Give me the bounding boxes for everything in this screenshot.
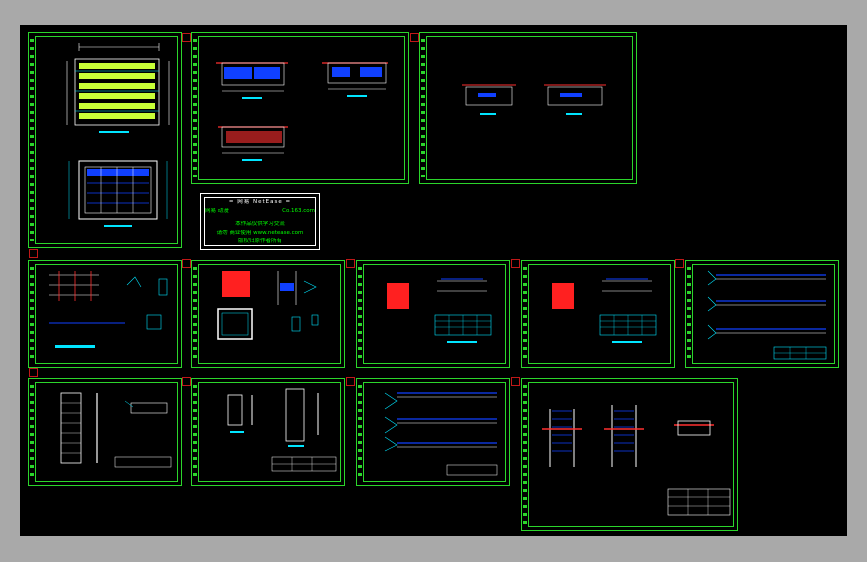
details-drawing	[49, 271, 168, 348]
plan-drawing	[66, 43, 170, 227]
drawing-sheet-sections-small[interactable]	[419, 32, 637, 184]
title-strip	[193, 39, 197, 177]
sheet-corner-marker	[675, 259, 684, 268]
title-strip	[523, 267, 527, 361]
sheet-inner-frame	[35, 36, 178, 244]
drawing-sheet-wall-sections[interactable]	[521, 378, 738, 531]
watermark-notice-box: = 网易 NetEase = 网易 动漫 Co.163.com 本作品仅供学习交流…	[200, 193, 320, 250]
details-drawing	[217, 271, 319, 340]
sheet-inner-frame	[198, 382, 341, 482]
sheet-corner-marker	[511, 259, 520, 268]
sheet-inner-frame	[363, 382, 506, 482]
drawing-sheet-sections[interactable]	[191, 32, 409, 184]
sheet-corner-marker	[511, 377, 520, 386]
title-strip	[687, 267, 691, 361]
sheet-corner-marker	[29, 368, 38, 377]
notice-text: 请勿 商业使用 www.netease.com	[216, 230, 304, 236]
drawing-sheet-plan[interactable]	[28, 32, 182, 248]
drawing-sheet-details[interactable]	[191, 260, 345, 368]
notice-site: 网易 动漫	[205, 208, 229, 214]
sheet-corner-marker	[182, 33, 191, 42]
drawing-sheet-beams[interactable]	[356, 378, 510, 486]
sheet-corner-marker	[182, 259, 191, 268]
drawing-sheet-details[interactable]	[28, 260, 182, 368]
sheet-inner-frame	[692, 264, 835, 364]
rebar-table-drawing	[387, 278, 492, 343]
sheet-corner-marker	[410, 33, 419, 42]
sheet-corner-marker	[29, 249, 38, 258]
sections-drawing	[216, 62, 388, 161]
title-strip	[421, 39, 425, 177]
beams-drawing	[707, 270, 827, 360]
title-strip	[523, 385, 527, 524]
sheet-inner-frame	[35, 264, 178, 364]
title-strip	[193, 385, 197, 479]
sheet-corner-marker	[346, 259, 355, 268]
sheet-inner-frame	[198, 36, 405, 180]
sheet-inner-frame	[528, 264, 671, 364]
sheet-corner-marker	[346, 377, 355, 386]
sheet-inner-frame	[35, 382, 178, 482]
drawing-sheet-elevations[interactable]	[191, 378, 345, 486]
rebar-table-drawing	[552, 278, 657, 343]
drawing-sheet-rebar-table[interactable]	[356, 260, 510, 368]
title-strip	[358, 385, 362, 479]
title-strip	[30, 267, 34, 361]
notice-text: 版权归原作者所有	[237, 238, 282, 244]
elevation-drawing	[60, 392, 172, 468]
notice-line: 网易 动漫 Co.163.com	[205, 208, 315, 215]
notice-brand: = 网易 NetEase =	[228, 199, 292, 205]
small-sections-drawing	[462, 84, 606, 115]
drawing-sheet-elevations[interactable]	[28, 378, 182, 486]
sheet-corner-marker	[182, 377, 191, 386]
sheet-inner-frame	[426, 36, 633, 180]
title-strip	[30, 39, 34, 241]
beams-drawing	[384, 392, 498, 476]
cad-drawing-viewport[interactable]: = 网易 NetEase = 网易 动漫 Co.163.com 本作品仅供学习交流…	[20, 25, 847, 536]
wall-sections-drawing	[542, 405, 731, 516]
elevation-drawing	[227, 388, 337, 472]
title-strip	[358, 267, 362, 361]
sheet-inner-frame	[198, 264, 341, 364]
title-strip	[30, 385, 34, 479]
notice-url: Co.163.com	[282, 208, 315, 214]
drawing-sheet-beams[interactable]	[685, 260, 839, 368]
notice-text: 本作品仅供学习交流	[235, 221, 285, 227]
sheet-inner-frame	[363, 264, 506, 364]
notice-frame	[204, 197, 316, 246]
sheet-inner-frame	[528, 382, 734, 527]
drawing-sheet-rebar-table[interactable]	[521, 260, 675, 368]
title-strip	[193, 267, 197, 361]
